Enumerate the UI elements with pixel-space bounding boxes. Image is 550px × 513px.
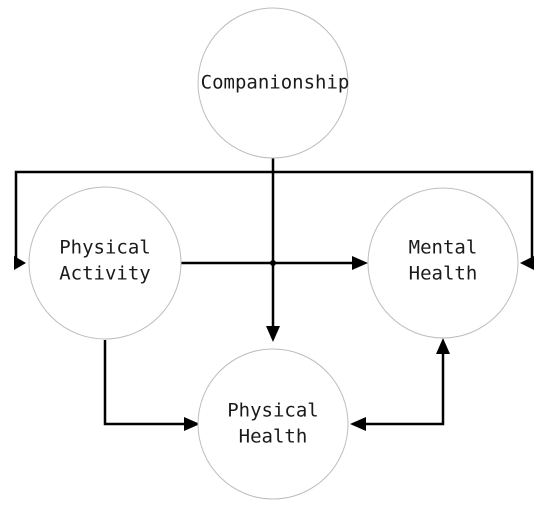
crossing-junction bbox=[270, 260, 276, 266]
node-label-companionship: Companionship bbox=[201, 72, 350, 94]
node-circle-physical-health bbox=[197, 348, 349, 500]
node-label-physical-health-line1: Physical bbox=[227, 400, 319, 422]
arrowhead-physical-health-left bbox=[184, 417, 200, 431]
node-label-physical-activity-line2: Activity bbox=[59, 263, 151, 285]
node-companionship: Companionship bbox=[197, 7, 350, 159]
node-label-mental-health-line1: Mental bbox=[409, 237, 478, 259]
edge-physical-activity-to-physical-health bbox=[103, 340, 186, 426]
arrowhead-mental-health-left bbox=[352, 256, 368, 270]
node-circle-mental-health bbox=[367, 187, 519, 339]
edge-physical-health-mental-health bbox=[364, 352, 445, 426]
arrowhead-physical-health-top bbox=[266, 326, 280, 342]
node-label-physical-health-line2: Health bbox=[239, 426, 308, 448]
edge-companionship-to-mental-health bbox=[273, 170, 534, 258]
node-physical-activity: Physical Activity bbox=[28, 186, 182, 340]
arrowhead-physical-health-right bbox=[350, 417, 366, 431]
arrowhead-physical-activity-left bbox=[14, 256, 26, 270]
node-label-physical-activity-line1: Physical bbox=[59, 237, 151, 259]
edge-companionship-to-physical-activity bbox=[14, 170, 273, 258]
arrowhead-mental-health-right bbox=[520, 256, 534, 270]
edges bbox=[14, 158, 534, 431]
node-physical-health: Physical Health bbox=[197, 348, 349, 500]
node-mental-health: Mental Health bbox=[367, 187, 519, 339]
node-circle-companionship bbox=[197, 7, 349, 159]
arrowhead-mental-health-bottom bbox=[436, 338, 450, 354]
node-label-mental-health-line2: Health bbox=[409, 263, 478, 285]
node-circle-physical-activity bbox=[28, 186, 182, 340]
